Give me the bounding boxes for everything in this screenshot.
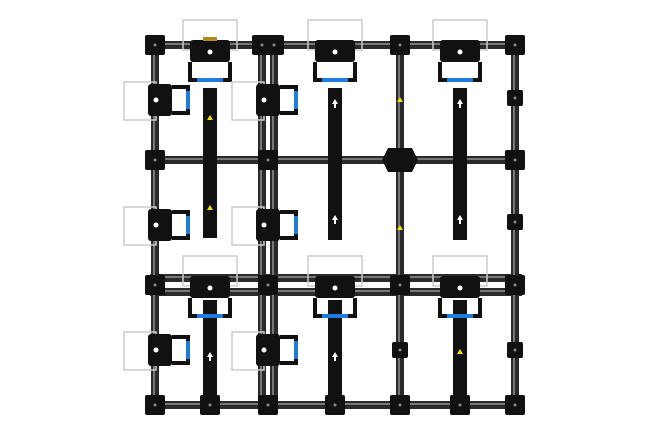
arrow-icon-stem <box>459 104 461 108</box>
clamp-handle-frame <box>280 210 298 240</box>
connector-bolt <box>272 43 276 47</box>
blue-handle <box>447 78 473 82</box>
support-beam <box>328 300 342 395</box>
connector-bolt <box>398 283 402 287</box>
connector-bolt <box>153 158 157 162</box>
clamp-bolt <box>207 285 213 291</box>
support-beam <box>203 88 217 238</box>
arrow-icon <box>207 205 213 210</box>
clamp-bolt <box>332 49 338 55</box>
arrow-icon <box>457 215 463 220</box>
clamp-bolt <box>261 97 267 103</box>
latch <box>203 37 217 41</box>
blue-handle <box>197 314 223 318</box>
connector-bolt <box>266 158 270 162</box>
clamp-handle-frame <box>172 85 190 115</box>
blue-handle <box>322 78 348 82</box>
clamp-bolt <box>207 49 213 55</box>
clamp-handle-frame <box>172 335 190 365</box>
clamp-handle-frame <box>438 62 482 82</box>
connector-bolt <box>513 43 517 47</box>
connector-bolt <box>153 283 157 287</box>
connector-bolt <box>513 220 517 224</box>
arrow-icon-stem <box>334 104 336 108</box>
connector-bolt <box>153 403 157 407</box>
blue-handle <box>294 341 298 359</box>
clamp-body <box>256 84 280 116</box>
connector-bolt <box>513 283 517 287</box>
connector-bolt <box>513 348 517 352</box>
clamp-body <box>256 334 280 366</box>
clamp-handle-frame <box>280 85 298 115</box>
clamp-body <box>148 334 172 366</box>
arrow-icon <box>332 215 338 220</box>
connector-bolt <box>260 43 264 47</box>
arrow-icon <box>457 99 463 104</box>
clamp-handle-frame <box>172 210 190 240</box>
clamp-bolt <box>457 49 463 55</box>
arrow-icon <box>207 352 213 357</box>
clamp-bolt <box>261 347 267 353</box>
connector-bolt <box>513 158 517 162</box>
center-hub <box>382 148 418 172</box>
arrow-icon <box>457 349 463 354</box>
clamp-bolt <box>261 222 267 228</box>
support-beam <box>203 300 217 395</box>
blue-handle <box>186 341 190 359</box>
arrow-icon <box>332 352 338 357</box>
arrow-icon-stem <box>459 220 461 224</box>
tube-highlight <box>398 40 400 410</box>
connector-bolt <box>333 403 337 407</box>
connector-bolt <box>398 348 402 352</box>
arrow-icon-stem <box>334 357 336 361</box>
blue-handle <box>322 314 348 318</box>
clamp-body <box>148 84 172 116</box>
clamp-bolt <box>457 285 463 291</box>
arrow-icon-stem <box>334 220 336 224</box>
connector-bolt <box>398 403 402 407</box>
clamp-bolt <box>332 285 338 291</box>
blue-handle <box>294 91 298 109</box>
connector-bolt <box>398 43 402 47</box>
arrow-icon <box>332 99 338 104</box>
clamp-bolt <box>153 97 159 103</box>
connector-bolt <box>458 403 462 407</box>
connector-bolt <box>513 403 517 407</box>
connector-bolt <box>266 283 270 287</box>
arrow-icon <box>397 97 403 102</box>
clamp-handle-frame <box>280 335 298 365</box>
blue-handle <box>186 216 190 234</box>
connector-bolt <box>513 96 517 100</box>
connector-bolt <box>208 403 212 407</box>
connector-bolt <box>266 403 270 407</box>
arrow-icon <box>397 225 403 230</box>
clamp-body <box>148 209 172 241</box>
support-beam <box>453 300 467 395</box>
clamp-handle-frame <box>313 62 357 82</box>
connector-bolt <box>153 43 157 47</box>
clamp-handle-frame <box>188 62 232 82</box>
clamp-bolt <box>153 222 159 228</box>
support-beam <box>328 88 342 240</box>
blue-handle <box>294 216 298 234</box>
blue-handle <box>186 91 190 109</box>
arrow-icon <box>207 115 213 120</box>
support-beam <box>453 88 467 240</box>
clamp-body <box>256 209 280 241</box>
blue-handle <box>447 314 473 318</box>
arrow-icon-stem <box>209 357 211 361</box>
blue-handle <box>197 78 223 82</box>
clamp-bolt <box>153 347 159 353</box>
